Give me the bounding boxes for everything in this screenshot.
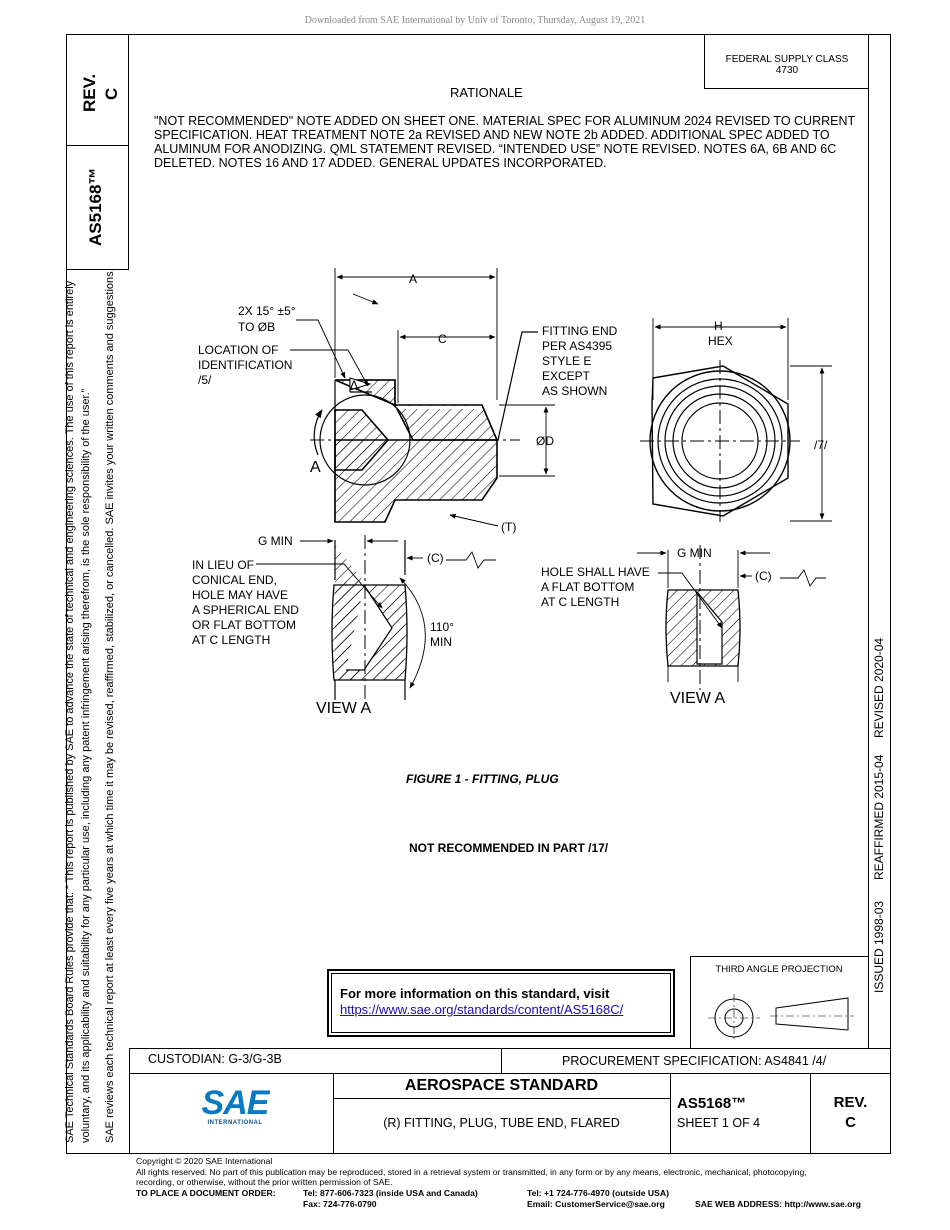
location-line2: IDENTIFICATION <box>198 358 292 372</box>
footer-rights1: All rights reserved. No part of this pub… <box>136 1166 807 1177</box>
footer: Copyright © 2020 SAE International All r… <box>136 1156 896 1188</box>
custodian-row <box>129 1048 891 1074</box>
document-title: (R) FITTING, PLUG, TUBE END, FLARED <box>383 1116 620 1130</box>
dim-t-label: (T) <box>501 520 516 534</box>
federal-supply-line2: 4730 <box>775 65 799 76</box>
angle-line2: MIN <box>430 635 452 649</box>
left-tab-divider <box>66 145 129 146</box>
dim-c2-label: (C) <box>427 551 444 565</box>
procurement-text: PROCUREMENT SPECIFICATION: AS4841 /4/ <box>562 1054 827 1068</box>
left-tab-bottom <box>66 269 129 270</box>
side-section-view: Δ <box>310 377 520 523</box>
custodian-divider <box>501 1048 502 1074</box>
title-block-hline <box>333 1098 670 1099</box>
hex-label: HEX <box>708 334 733 348</box>
federal-supply-line1: FEDERAL SUPPLY CLASS <box>725 54 849 65</box>
third-angle-symbol <box>708 994 854 1042</box>
right-column-line <box>868 34 869 1048</box>
left-tab-column <box>66 34 129 270</box>
title-rev-label: REV. <box>833 1094 868 1111</box>
hole-line2: A FLAT BOTTOM <box>541 580 634 594</box>
info-box-inner: For more information on this standard, v… <box>331 973 671 1033</box>
aerospace-standard-label: AEROSPACE STANDARD <box>404 1077 599 1094</box>
sae-logo-mark: SAE <box>201 1084 270 1122</box>
footer-tel-usa: Tel: 877-606-7323 (inside USA and Canada… <box>303 1188 478 1198</box>
note7-label: /7/ <box>814 438 828 452</box>
download-note: Downloaded from SAE International by Uni… <box>304 15 646 26</box>
view-a-left-label: VIEW A <box>316 700 371 717</box>
title-block-div1 <box>333 1074 334 1154</box>
chamfer-line2: TO ØB <box>238 320 275 334</box>
angle-line1: 110° <box>430 620 454 634</box>
title-block-left-border <box>129 1048 130 1154</box>
footer-tel-outside: Tel: +1 724-776-4970 (outside USA) <box>527 1188 669 1198</box>
fitting-end-line2: PER AS4395 <box>542 339 612 353</box>
footer-web: SAE WEB ADDRESS: http://www.sae.org <box>695 1199 861 1209</box>
location-line1: LOCATION OF <box>198 343 278 357</box>
rationale-title: RATIONALE <box>450 85 523 100</box>
drawing-frame <box>66 34 891 1154</box>
lieu-line4: A SPHERICAL END <box>192 603 299 617</box>
location-line3: /5/ <box>198 373 212 387</box>
info-box-text: For more information on this standard, v… <box>340 986 610 1001</box>
lieu-line3: HOLE MAY HAVE <box>192 588 288 602</box>
rationale-text: "NOT RECOMMENDED" NOTE ADDED ON SHEET ON… <box>154 114 855 170</box>
dim-c3-label: (C) <box>755 569 772 583</box>
doc-number: AS5168™ <box>677 1095 747 1112</box>
fitting-end-line4: EXCEPT <box>542 369 591 383</box>
fitting-end-line5: AS SHOWN <box>542 384 607 398</box>
footer-copyright: Copyright © 2020 SAE International <box>136 1156 273 1166</box>
hole-line1: HOLE SHALL HAVE <box>541 565 650 579</box>
footer-email: Email: CustomerService@sae.org <box>527 1199 665 1209</box>
footer-fax: Fax: 724-776-0790 <box>303 1199 377 1209</box>
view-marker-a: A <box>310 459 321 476</box>
fitting-end-line3: STYLE E <box>542 354 591 368</box>
view-a-right <box>665 545 741 690</box>
view-a-left <box>331 535 408 705</box>
chamfer-line1: 2X 15° ±5° <box>238 304 296 318</box>
sae-logo-sub: INTERNATIONAL <box>207 1120 263 1126</box>
svg-text:Δ: Δ <box>350 378 358 392</box>
fitting-end-line1: FITTING END <box>542 324 618 338</box>
lieu-line6: AT C LENGTH <box>192 633 270 647</box>
gmin-left-label: G MIN <box>258 534 293 548</box>
title-block-div2 <box>670 1074 671 1154</box>
lieu-line2: CONICAL END, <box>192 573 277 587</box>
hole-line3: AT C LENGTH <box>541 595 619 609</box>
gmin-right-label: G MIN <box>677 546 712 560</box>
view-a-right-label: VIEW A <box>670 690 725 707</box>
federal-supply-box: FEDERAL SUPPLY CLASS 4730 <box>704 34 869 89</box>
sae-logo: SAE INTERNATIONAL <box>190 1086 280 1126</box>
custodian-text: CUSTODIAN: G-3/G-3B <box>148 1052 282 1066</box>
figure-caption: FIGURE 1 - FITTING, PLUG <box>406 772 559 786</box>
title-block-div3 <box>810 1074 811 1154</box>
dim-a-label: A <box>409 272 417 286</box>
lieu-line5: OR FLAT BOTTOM <box>192 618 296 632</box>
footer-order-label: TO PLACE A DOCUMENT ORDER: <box>136 1188 276 1198</box>
dim-h-label: H <box>714 319 723 333</box>
dim-d-label: ØD <box>536 434 554 448</box>
not-recommended-note: NOT RECOMMENDED IN PART /17/ <box>409 841 609 855</box>
footer-rights2: recording, or otherwise, without the pri… <box>136 1177 393 1187</box>
title-rev-value: C <box>845 1114 856 1131</box>
sheet-number: SHEET 1 OF 4 <box>677 1116 761 1130</box>
third-angle-label: THIRD ANGLE PROJECTION <box>715 964 843 975</box>
dim-c-label: C <box>438 332 447 346</box>
lieu-line1: IN LIEU OF <box>192 558 254 572</box>
info-box <box>327 969 675 1037</box>
third-angle-box <box>690 956 868 1048</box>
info-box-link[interactable]: https://www.sae.org/standards/content/AS… <box>340 1002 624 1017</box>
hex-end-view <box>640 360 800 522</box>
